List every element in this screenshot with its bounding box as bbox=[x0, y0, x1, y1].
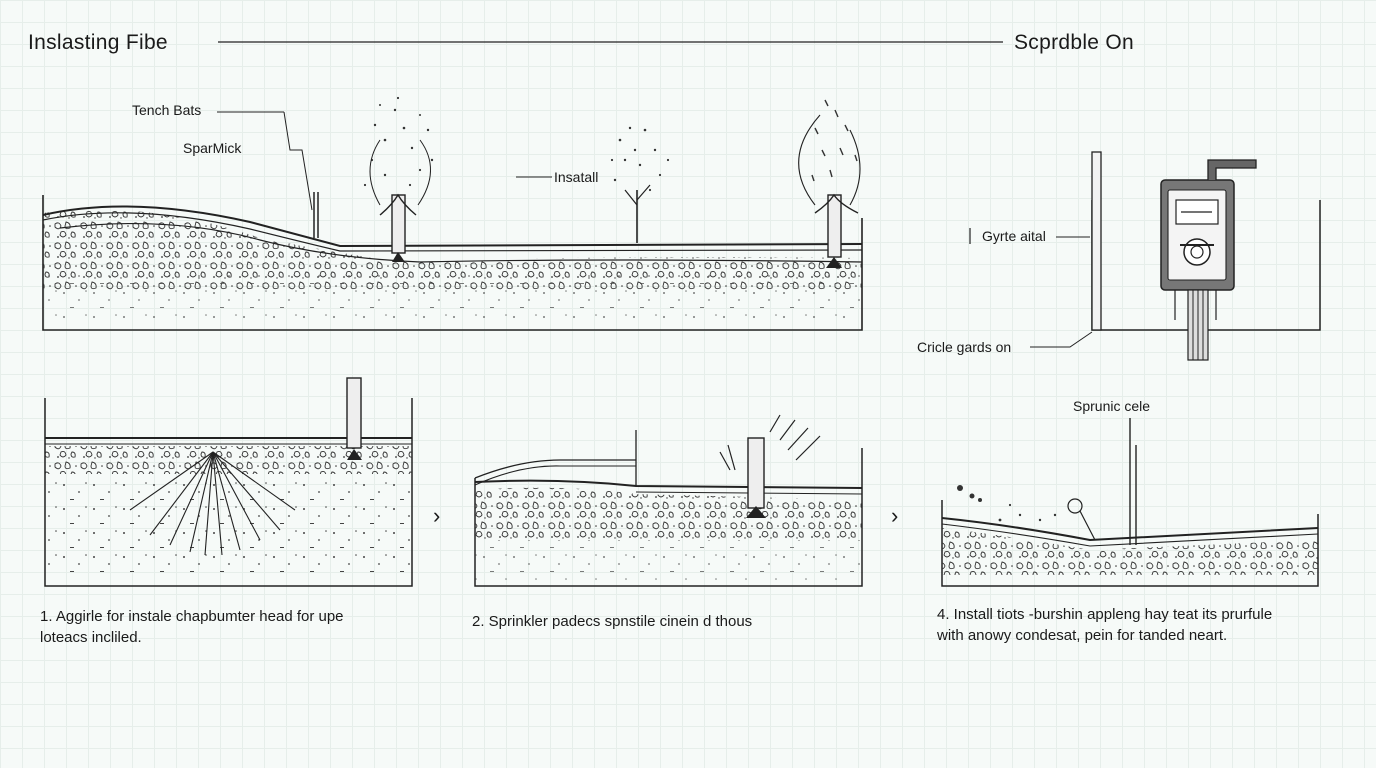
sprinkler-head-icon bbox=[379, 193, 417, 262]
step-3-caption-line2: with anowy condesat, pein for tanded nea… bbox=[937, 627, 1228, 644]
controller-diagram bbox=[969, 151, 1321, 361]
sprinkler-head-icon bbox=[346, 377, 362, 460]
label-sparkmick: SparMick bbox=[183, 140, 242, 156]
step-2-caption: 2. Sprinkler padecs spnstile cinein d th… bbox=[472, 611, 752, 632]
label-install: Insatall bbox=[554, 169, 599, 185]
step-3-caption-line1: 4. Install tiots -burshin appleng hay te… bbox=[937, 606, 1273, 623]
step-1-caption-line1: 1. Aggirle for instale chapbumter head f… bbox=[40, 608, 344, 625]
step-2-arrow: › bbox=[433, 503, 441, 528]
step-2-caption-line1: 2. Sprinkler padecs spnstile cinein d th… bbox=[472, 613, 753, 630]
label-gyrte: Gyrte aital bbox=[982, 228, 1046, 244]
top-trench-diagram bbox=[42, 96, 863, 331]
sprinkler-head-icon bbox=[798, 99, 861, 268]
diagram-title-right: Scprdble On bbox=[1014, 31, 1135, 54]
step-1-caption: 1. Aggirle for instale chapbumter head f… bbox=[40, 606, 344, 648]
diagram-title-left: Inslasting Fibe bbox=[28, 31, 168, 54]
label-trench: Tench Bats bbox=[132, 102, 202, 118]
step-1-caption-line2: loteacs incliled. bbox=[40, 629, 142, 646]
step-1-diagram bbox=[44, 377, 413, 587]
sprinkler-head-icon bbox=[746, 437, 766, 518]
sprinkler-controller-icon bbox=[1160, 159, 1257, 361]
step-2-diagram bbox=[474, 414, 863, 587]
step-3-top-label: Sprunic cele bbox=[1073, 398, 1151, 414]
tree-icon bbox=[610, 126, 670, 243]
label-circle: Cricle gards on bbox=[917, 339, 1012, 355]
step-3-arrow: › bbox=[891, 503, 899, 528]
step-3-diagram bbox=[941, 418, 1319, 587]
step-3-caption: 4. Install tiots -burshin appleng hay te… bbox=[937, 604, 1272, 646]
